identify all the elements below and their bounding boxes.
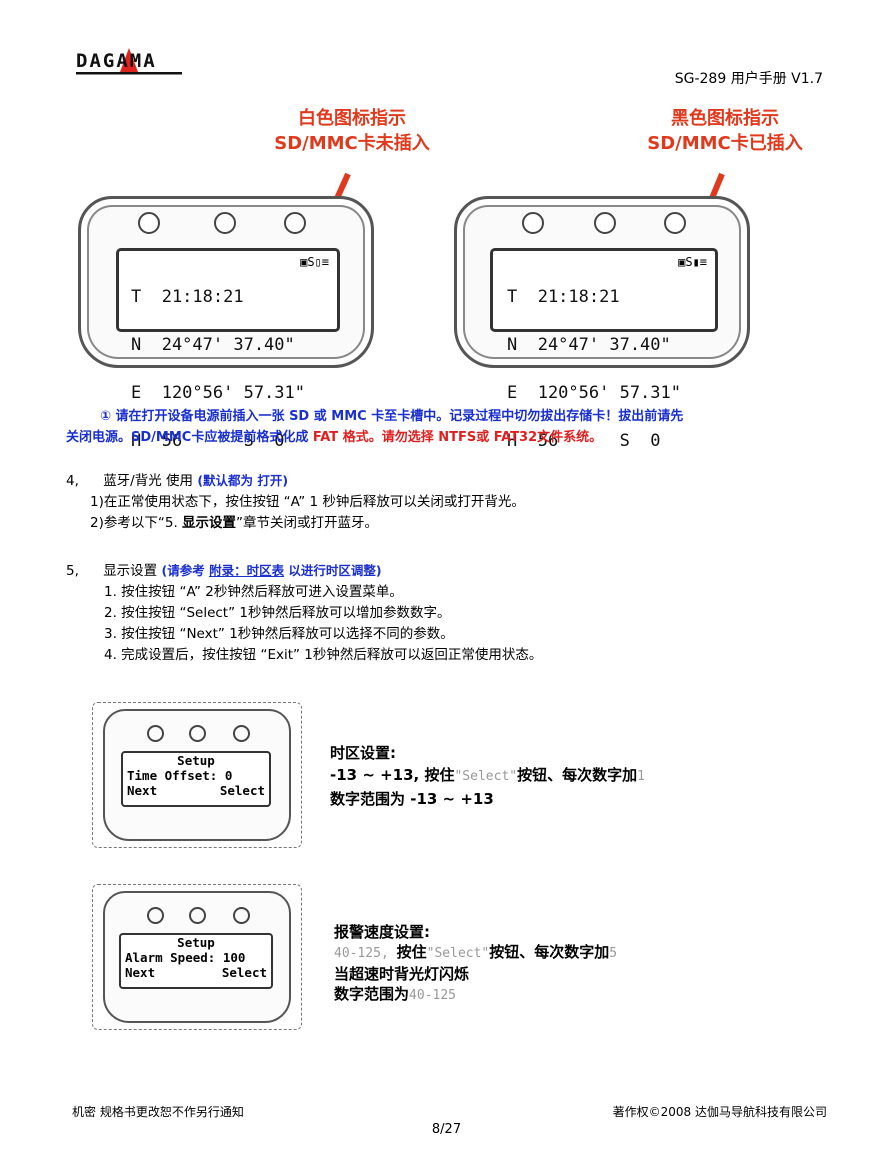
device-right-button-3: [664, 212, 686, 234]
setup1-select-label: Select: [219, 783, 265, 798]
setup2-desc-press: 按住: [396, 943, 427, 961]
section4-item-2: 2)参考以下“5. 显示设置”章节关闭或打开蓝牙。: [66, 513, 846, 534]
lcd-row-time: T 21:18:21: [131, 287, 244, 307]
device-left-screen: ▣S▯≡ T 21:18:21 N 24°47' 37.40" E 120°56…: [116, 248, 340, 450]
setup1-button-3: [233, 725, 250, 742]
section5-step-4: 4. 完成设置后，按住按钮 “Exit” 1秒钟然后释放可以返回正常使用状态。: [104, 647, 543, 663]
section5-step-1: 1. 按住按钮 “A” 2秒钟然后释放可进入设置菜单。: [104, 584, 403, 600]
footer-left: 机密 规格书更改恕不作另行通知: [72, 1105, 244, 1119]
setup1-desc-select: "Select": [454, 769, 518, 784]
setup1-screen: Setup Time Offset: 0 Next Select: [121, 751, 271, 807]
setup-device-alarm-speed: Setup Alarm Speed: 100 Next Select: [92, 884, 302, 1030]
section5-step-2: 2. 按住按钮 “Select” 1秒钟然后释放可以增加参数数字。: [104, 605, 451, 621]
setup1-desc-limits: 数字范围为 -13 ~ +13: [330, 790, 494, 808]
lcd-row-north: N 24°47' 37.40": [507, 335, 671, 355]
device-left-button-3: [284, 212, 306, 234]
setup2-desc-action: 按钮、每次数字加: [489, 943, 610, 961]
callout-left: 白色图标指示 SD/MMC卡未插入: [262, 106, 442, 156]
section4-item-2-b: 显示设置: [182, 515, 237, 531]
setup2-button-1: [147, 907, 164, 924]
appendix-timezone-link[interactable]: 附录：时区表: [209, 563, 285, 578]
note-text-2: 关闭电源。SD/MMC卡应被提前格式化成: [66, 430, 309, 445]
section4-number: 4,: [66, 473, 79, 489]
setup-device-time-offset: Setup Time Offset: 0 Next Select: [92, 702, 302, 848]
logo-mark-icon: [76, 48, 182, 75]
sd-card-note: ① 请在打开设备电源前插入一张 SD 或 MMC 卡至卡槽中。记录过程中切勿拔出…: [66, 406, 836, 448]
setup2-description: 报警速度设置: 40-125, 按住"Select"按钮、每次数字加5 当超速时…: [334, 922, 734, 1006]
setup2-desc-limits-label: 数字范围为: [334, 985, 410, 1003]
setup1-screen-title: Setup: [177, 753, 215, 768]
callout-right-line2: SD/MMC卡已插入: [647, 133, 803, 154]
lcd-row-east: E 120°56' 57.31": [131, 383, 305, 403]
section5-hint-a: (请参考: [161, 563, 210, 578]
setup2-desc-limits-value: 40-125: [409, 988, 456, 1003]
footer-right: 著作权©2008 达伽马导航科技有限公司: [612, 1105, 827, 1119]
sd-inserted-icon: ▣S▮≡: [678, 255, 707, 269]
device-right-screen: ▣S▮≡ T 21:18:21 N 24°47' 37.40" E 120°56…: [490, 248, 718, 450]
callout-left-line1: 白色图标指示: [298, 108, 406, 129]
setup2-screen-title: Setup: [177, 935, 215, 950]
setup2-desc-step: 5: [609, 946, 618, 961]
device-right-button-2: [594, 212, 616, 234]
setup2-button-3: [233, 907, 250, 924]
setup2-desc-flash: 当超速时背光灯闪烁: [334, 965, 470, 983]
page-number: 8/27: [431, 1122, 462, 1137]
company-logo: DAGAMA: [76, 46, 182, 75]
note-fat: FAT: [308, 430, 343, 445]
device-right: ▣S▮≡ T 21:18:21 N 24°47' 37.40" E 120°56…: [454, 196, 750, 450]
setup2-desc-select: "Select": [426, 946, 490, 961]
section4-item-1: 1)在正常使用状态下，按住按钮 “A” 1 秒钟后释放可以关闭或打开背光。: [90, 494, 525, 510]
setup1-next-label: Next: [127, 783, 158, 798]
setup1-desc-range: -13 ~ +13, 按住: [330, 766, 455, 784]
note-text-1: 请在打开设备电源前插入一张 SD 或 MMC 卡至卡槽中。记录过程中切勿拔出存储…: [115, 409, 684, 424]
lcd-row-height: H 56 S 0: [507, 431, 661, 451]
lcd-row-north: N 24°47' 37.40": [131, 335, 295, 355]
section5-title: 显示设置: [103, 563, 158, 579]
setup2-button-2: [189, 907, 206, 924]
section4-item-2-a: 2)参考以下“5.: [90, 515, 183, 531]
logo-text: DAGAMA: [76, 50, 157, 72]
callout-right-line1: 黑色图标指示: [671, 108, 779, 129]
section-bluetooth-backlight: 4, 蓝牙/背光 使用 (默认都为 打开) 1)在正常使用状态下，按住按钮 “A…: [66, 470, 846, 534]
section4-item-2-c: ”章节关闭或打开蓝牙。: [236, 515, 379, 531]
lcd-row-east: E 120°56' 57.31": [507, 383, 681, 403]
setup2-screen: Setup Alarm Speed: 100 Next Select: [119, 933, 273, 989]
setup1-description: 时区设置: -13 ~ +13, 按住"Select"按钮、每次数字加1 数字范…: [330, 742, 730, 810]
section5-step-3: 3. 按住按钮 “Next” 1秒钟然后释放可以选择不同的参数。: [104, 626, 454, 642]
section5-number: 5,: [66, 563, 79, 579]
lcd-row-height: H 56 S 0: [131, 431, 285, 451]
setup2-desc-range: 40-125,: [334, 946, 397, 961]
document-title: SG-289 用户手册 V1.7: [674, 71, 823, 87]
setup2-desc-title: 报警速度设置:: [334, 923, 430, 941]
section-display-setup: 5, 显示设置 (请参考 附录：时区表 以进行时区调整) 1. 按住按钮 “A”…: [66, 560, 846, 666]
device-left-button-1: [138, 212, 160, 234]
note-marker-icon: ①: [100, 409, 112, 424]
setup2-next-label: Next: [125, 965, 156, 980]
callout-left-line2: SD/MMC卡未插入: [274, 133, 430, 154]
setup1-desc-step: 1: [637, 769, 645, 784]
sd-empty-icon: ▣S▯≡: [300, 255, 329, 269]
setup1-desc-action: 按钮、每次数字加: [517, 766, 638, 784]
setup1-button-2: [189, 725, 206, 742]
setup1-screen-value: Time Offset: 0: [127, 768, 233, 783]
setup2-screen-value: Alarm Speed: 100: [125, 950, 246, 965]
setup2-select-label: Select: [221, 965, 267, 980]
lcd-row-time: T 21:18:21: [507, 287, 620, 307]
setup1-desc-title: 时区设置:: [330, 744, 396, 762]
section5-hint-b: 以进行时区调整): [284, 563, 382, 578]
note-text-3: 格式。请勿选择 NTFS或 FAT32文件系统。: [342, 430, 603, 445]
callout-right: 黑色图标指示 SD/MMC卡已插入: [635, 106, 815, 156]
section4-hint: (默认都为 打开): [197, 473, 289, 488]
section4-title: 蓝牙/背光 使用: [103, 473, 194, 489]
device-left: ▣S▯≡ T 21:18:21 N 24°47' 37.40" E 120°56…: [78, 196, 374, 450]
device-left-button-2: [214, 212, 236, 234]
device-right-button-1: [522, 212, 544, 234]
setup1-button-1: [147, 725, 164, 742]
